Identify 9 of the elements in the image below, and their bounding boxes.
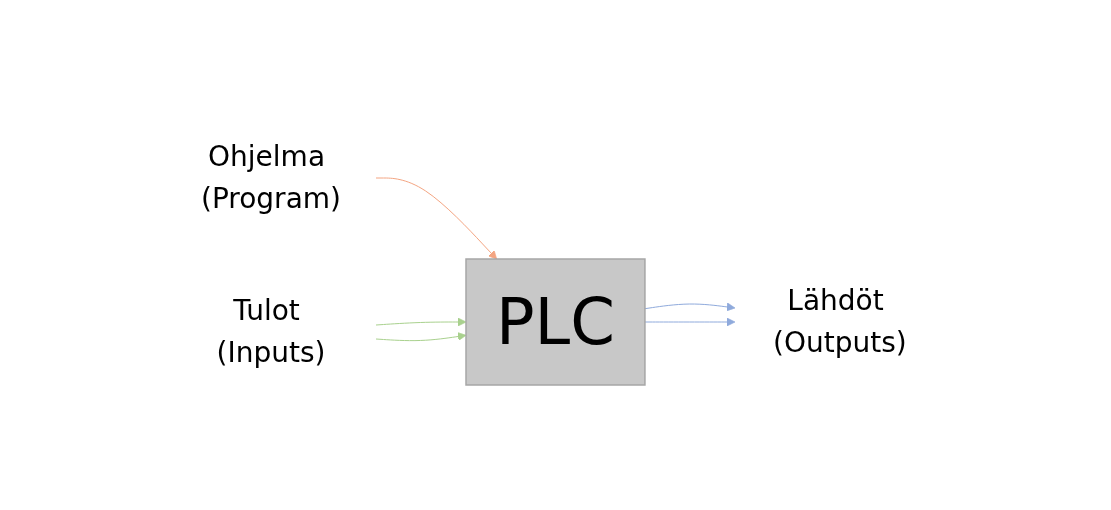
arrow [644,302,736,312]
arrow [375,317,467,327]
arrow [375,177,498,260]
arrow [375,332,467,342]
node-text: Lähdöt (Outputs) [773,284,907,359]
node-text: Ohjelma (Program) [201,140,342,215]
arrow [644,317,736,327]
node-text: Tulot (Inputs) [216,294,326,369]
node-box: PLC [465,258,646,386]
